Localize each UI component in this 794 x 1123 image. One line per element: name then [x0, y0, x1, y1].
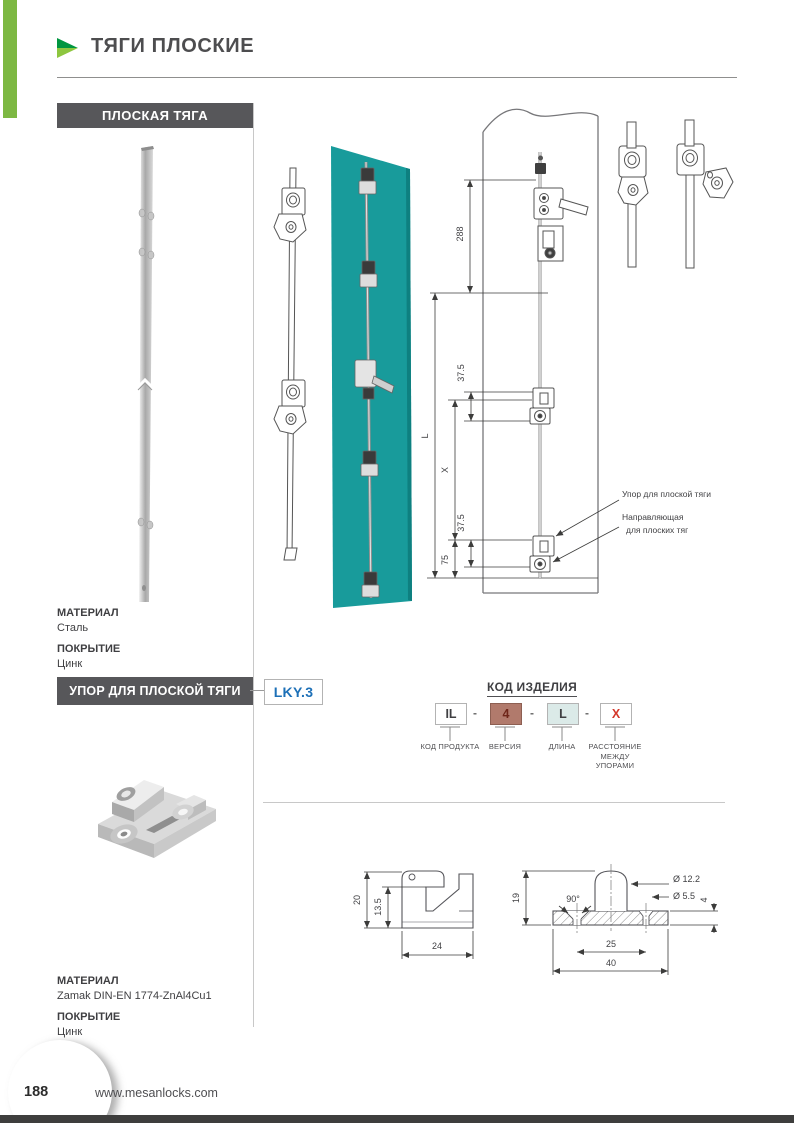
- coating-value: Цинк: [57, 658, 83, 670]
- code-separator: -: [530, 706, 534, 720]
- teal-panel-assembly: [331, 146, 412, 608]
- code-label-length: ДЛИНА: [548, 742, 576, 751]
- door-panel-outline: [482, 108, 599, 594]
- dim-25: 25: [606, 939, 616, 949]
- footer-bar: [0, 1115, 794, 1123]
- dim-24: 24: [432, 941, 442, 951]
- material-label: МАТЕРИАЛ: [57, 975, 119, 987]
- code-connector-line: [250, 690, 264, 691]
- code-segment-length: L: [547, 703, 579, 725]
- stop-product-image: [98, 780, 216, 858]
- code-segment-distance: X: [600, 703, 632, 725]
- dim-20: 20: [352, 895, 362, 905]
- dim-288: 288: [455, 226, 465, 241]
- code-stem: [552, 726, 572, 741]
- page-number: 188: [24, 1084, 49, 1100]
- material-value: Zamak DIN-EN 1774-ZnAl4Cu1: [57, 990, 212, 1002]
- product-code-badge: LKY.3: [264, 679, 323, 705]
- callout-arrows: [552, 499, 620, 563]
- flat-rod-in-door: [529, 152, 589, 578]
- section-arrow-icon: [57, 37, 79, 59]
- dim-37-5-top: 37.5: [456, 364, 466, 382]
- rod-end-detail-assembled: [617, 121, 649, 268]
- dim-19: 19: [511, 893, 521, 903]
- website-url: www.mesanlocks.com: [95, 1086, 218, 1100]
- assembly-illustration: 288 L X 37.5 37.5 75 Упор для плоской тя…: [273, 108, 734, 608]
- product-code-title: КОД ИЗДЕЛИЯ: [486, 680, 578, 697]
- dim-4: 4: [699, 897, 709, 902]
- callout-guide-label-line1: Направляющая: [622, 512, 684, 522]
- horizontal-divider: [263, 802, 725, 803]
- rod-end-detail-exploded: [676, 119, 734, 269]
- page-number-circle: [8, 1040, 112, 1123]
- material-value: Сталь: [57, 622, 89, 634]
- code-segment-product: IL: [435, 703, 467, 725]
- dim-dia-5-5: Ø 5.5: [673, 891, 695, 901]
- vertical-divider: [253, 103, 254, 1027]
- stop-section-view: 19 90° Ø 12.2 Ø 5.5 4 25 40: [511, 864, 718, 975]
- banner-flat-rod: ПЛОСКАЯ ТЯГА: [57, 103, 253, 128]
- coating-label: ПОКРЫТИЕ: [57, 643, 121, 655]
- coating-value: Цинк: [57, 1026, 83, 1038]
- accent-green-bar: [3, 0, 17, 118]
- material-label: МАТЕРИАЛ: [57, 607, 119, 619]
- dim-37-5-bottom: 37.5: [456, 514, 466, 532]
- title-rule: [57, 77, 737, 78]
- code-stem: [440, 726, 460, 741]
- code-separator: -: [585, 706, 589, 720]
- dim-40: 40: [606, 958, 616, 968]
- flat-rod-product-image: [136, 146, 155, 602]
- code-label-product: КОД ПРОДУКТА: [420, 742, 480, 751]
- banner-stop: УПОР ДЛЯ ПЛОСКОЙ ТЯГИ: [57, 677, 253, 705]
- code-segment-version: 4: [490, 703, 522, 725]
- stop-side-view: 20 13.5 24: [352, 870, 474, 959]
- dim-13-5: 13.5: [373, 898, 383, 916]
- code-stem: [605, 726, 625, 741]
- stop-technical-drawings: 20 13.5 24: [352, 864, 718, 975]
- dim-75: 75: [440, 555, 450, 565]
- code-separator: -: [473, 706, 477, 720]
- code-stem: [495, 726, 515, 741]
- rod-with-guides-drawing: [273, 167, 307, 561]
- coating-label: ПОКРЫТИЕ: [57, 1011, 121, 1023]
- dim-dia-12-2: Ø 12.2: [673, 874, 700, 884]
- assembly-dimensions: [430, 179, 548, 578]
- dim-90deg: 90°: [566, 894, 580, 904]
- callout-guide-label-line2: для плоских тяг: [626, 525, 688, 535]
- dim-L: L: [420, 433, 430, 438]
- page-title: ТЯГИ ПЛОСКИЕ: [91, 35, 255, 57]
- dim-X: X: [440, 467, 450, 473]
- stop-specs: МАТЕРИАЛ Zamak DIN-EN 1774-ZnAl4Cu1 ПОКР…: [57, 974, 247, 1040]
- code-label-distance: РАССТОЯНИЕ МЕЖДУ УПОРАМИ: [588, 742, 642, 770]
- product-code-title-wrap: КОД ИЗДЕЛИЯ: [420, 680, 644, 697]
- callout-stop-label: Упор для плоской тяги: [622, 489, 711, 499]
- code-label-version: ВЕРСИЯ: [488, 742, 522, 751]
- flat-rod-specs: МАТЕРИАЛ Сталь ПОКРЫТИЕ Цинк: [57, 606, 247, 672]
